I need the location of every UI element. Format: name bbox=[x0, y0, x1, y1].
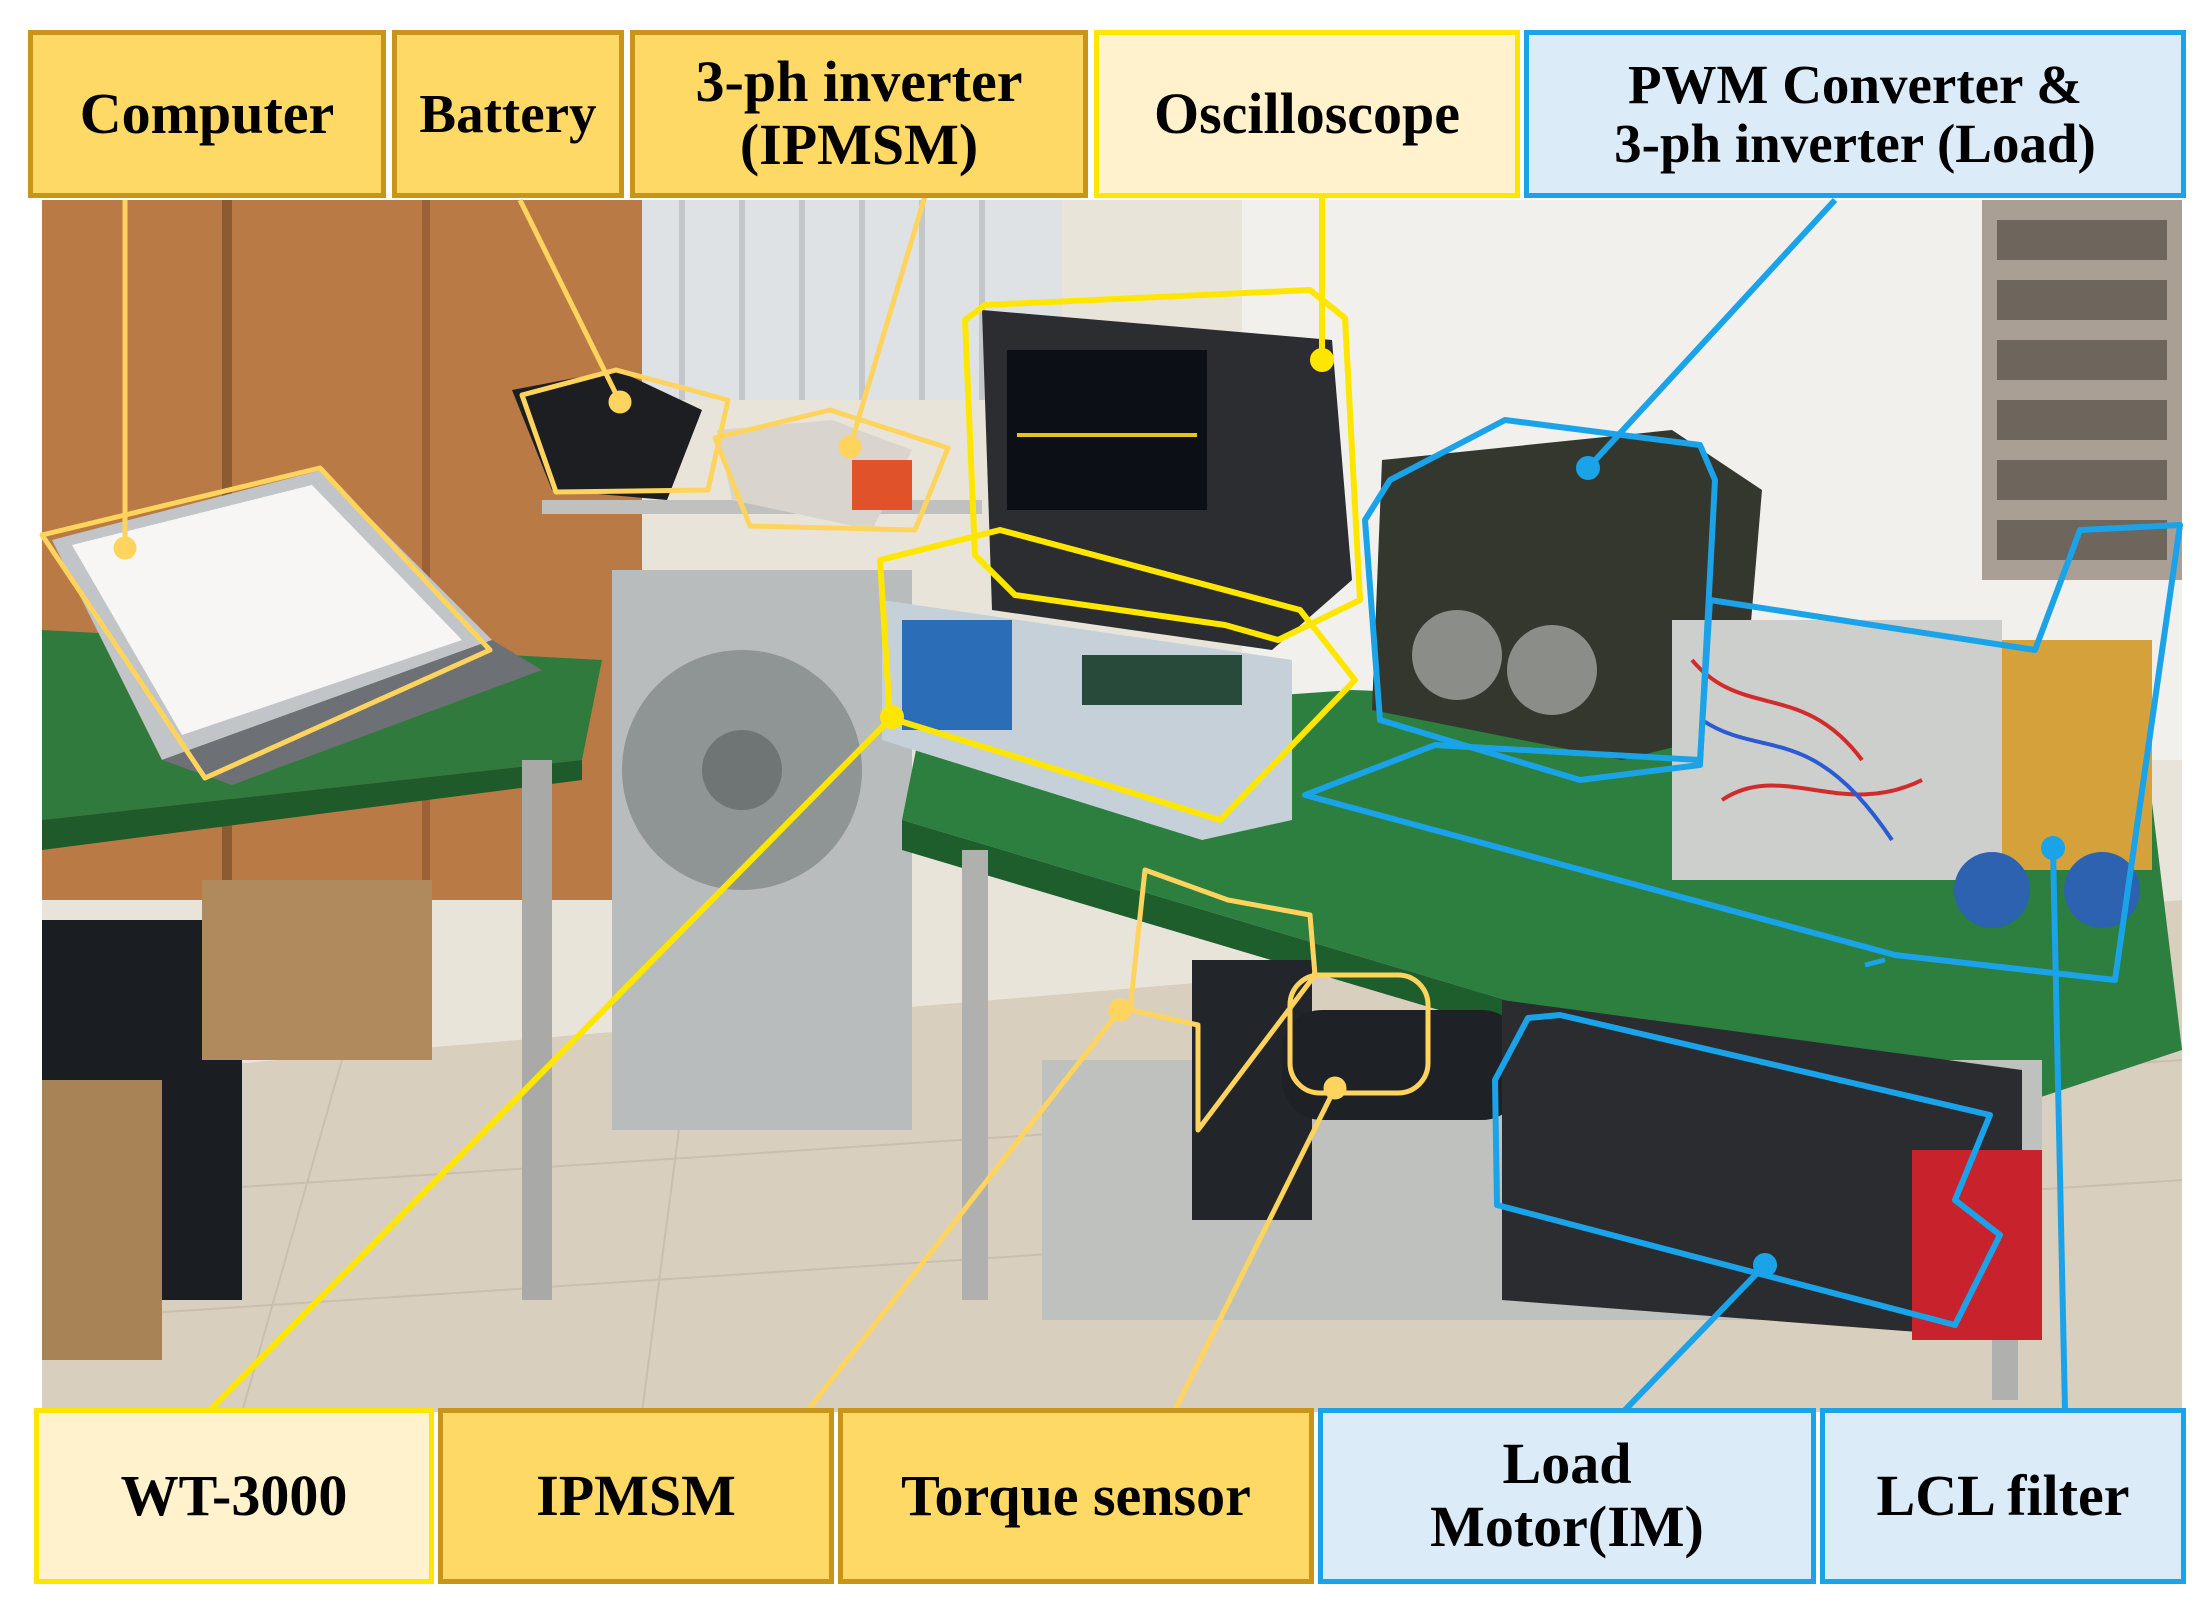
computer-label-text: Computer bbox=[79, 80, 335, 146]
inverter-ipmsm-label-line2: (IPMSM) bbox=[739, 112, 979, 177]
battery-label-text: Battery bbox=[419, 83, 597, 145]
load-motor-label-line1: Load bbox=[1502, 1431, 1632, 1497]
ipmsm-label-text: IPMSM bbox=[536, 1462, 736, 1528]
oscilloscope-label-text: Oscilloscope bbox=[1153, 80, 1461, 146]
load-motor-label: Load Motor(IM) bbox=[1318, 1408, 1816, 1584]
ipmsm-label: IPMSM bbox=[438, 1408, 834, 1584]
wt3000-label: WT-3000 bbox=[34, 1408, 434, 1584]
lcl-filter-label: LCL filter bbox=[1820, 1408, 2186, 1584]
pwm-converter-label-line2: 3-ph inverter (Load) bbox=[1614, 113, 2096, 174]
lab-photo bbox=[42, 200, 2182, 1412]
battery-label: Battery bbox=[392, 30, 624, 198]
torque-sensor-label-text: Torque sensor bbox=[901, 1462, 1251, 1528]
torque-sensor-label: Torque sensor bbox=[838, 1408, 1314, 1584]
computer-label: Computer bbox=[28, 30, 386, 198]
inverter-ipmsm-label-line1: 3-ph inverter bbox=[695, 49, 1023, 115]
inverter-ipmsm-label: 3-ph inverter (IPMSM) bbox=[630, 30, 1088, 198]
wt3000-label-text: WT-3000 bbox=[120, 1462, 348, 1528]
lcl-filter-label-text: LCL filter bbox=[1876, 1462, 2130, 1528]
pwm-converter-label-line1: PWM Converter & bbox=[1627, 53, 2083, 115]
pwm-converter-label: PWM Converter & 3-ph inverter (Load) bbox=[1524, 30, 2186, 198]
load-motor-label-line2: Motor(IM) bbox=[1430, 1494, 1704, 1559]
oscilloscope-label: Oscilloscope bbox=[1094, 30, 1520, 198]
